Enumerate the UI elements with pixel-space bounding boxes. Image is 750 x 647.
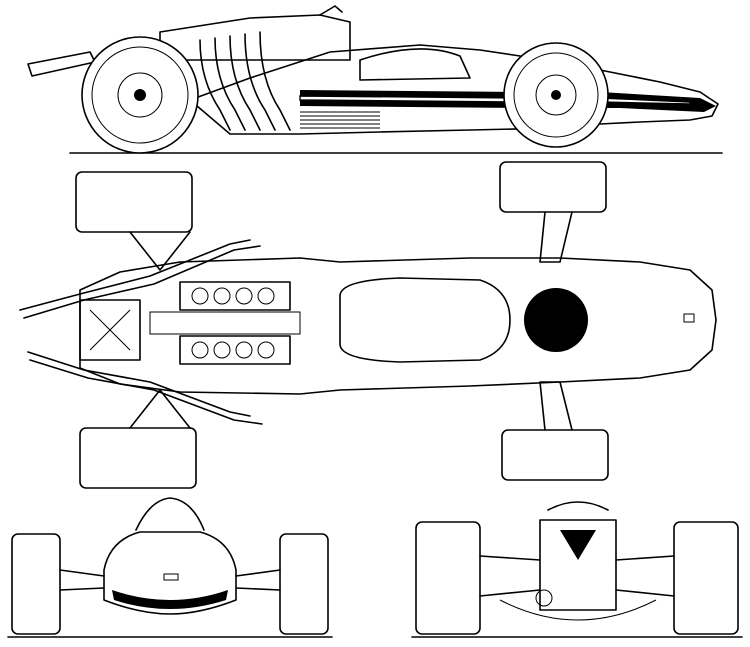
side-view [27,5,723,154]
top-cockpit [339,277,511,363]
side-engine-cover [159,14,351,61]
rear-view-left-tire [415,521,481,635]
top-rear-right-tire [79,427,197,489]
top-front-right-tire [501,429,609,481]
top-suspension [129,211,573,431]
side-front-wheel [503,42,609,148]
top-front-left-tire [499,161,607,213]
front-view-nose [103,531,237,615]
side-exhaust-outlet [27,51,96,77]
rear-view-engine [539,519,617,611]
side-body-outline [189,44,719,135]
top-gearbox [79,299,141,361]
front-view-wishbones [59,569,281,591]
top-nose-badge [683,313,695,323]
top-exhaust-pipes [19,239,263,425]
front-view-right-tire [279,533,329,635]
rear-view-intake [560,530,596,560]
side-radiator-fins [300,111,380,129]
top-steering-wheel [524,288,588,352]
side-rear-wheel [81,36,199,154]
front-view-badge [163,573,179,581]
rear-view-airbox [547,501,609,511]
rear-view [411,501,743,638]
rear-view-right-tire [673,521,739,635]
top-body-outline [79,257,717,395]
top-rear-left-tire [75,171,193,233]
side-cockpit [359,48,471,81]
top-view [19,161,717,489]
front-view-left-tire [11,533,61,635]
side-exhaust-pipes [199,31,291,131]
rear-view-wishbones [479,555,675,597]
front-view [7,497,333,638]
front-view-rollbar [135,497,205,531]
top-engine [149,281,301,365]
